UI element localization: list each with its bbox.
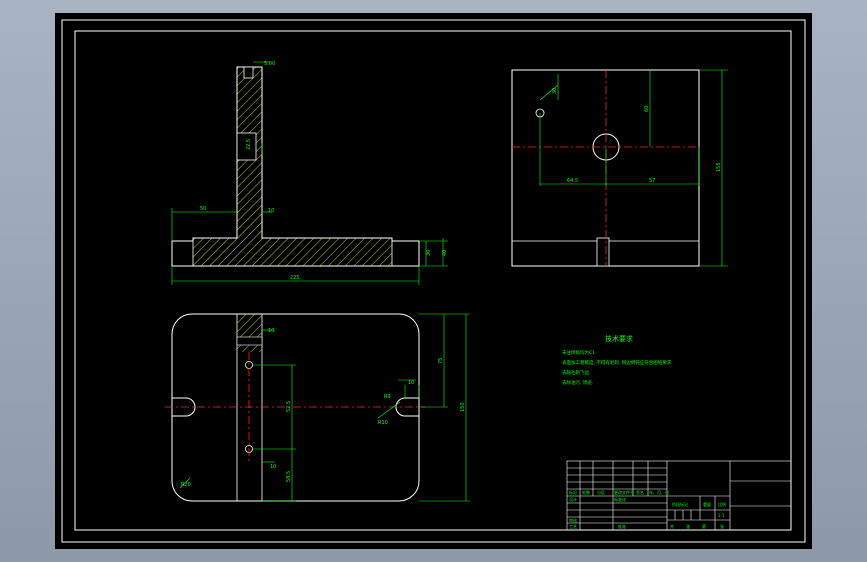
note-line-1: 未注倒角均为C1. bbox=[562, 349, 596, 356]
top-partial-hatch bbox=[237, 314, 262, 352]
technical-notes: 技术要求 未注倒角均为C1. 表面加工粗糙度, 不得有毛刺, 锐边倒钝应符合图纸… bbox=[562, 334, 673, 386]
dim-height-a: 30 bbox=[426, 250, 432, 256]
top-left-u-slot bbox=[172, 397, 196, 417]
dim-stem-width: 22.5 bbox=[246, 139, 252, 150]
tb-process: 工艺 bbox=[569, 524, 577, 529]
tb-scale-value: 1:1 bbox=[718, 513, 725, 518]
dim-height-full: 150 bbox=[460, 402, 466, 412]
inner-border bbox=[74, 30, 792, 531]
tb-weight: 重量 bbox=[703, 501, 711, 507]
dim-corner-radius: R20 bbox=[181, 482, 191, 488]
note-line-3: 去除毛刺飞边. bbox=[562, 369, 590, 376]
dim-side-left: 64.5 bbox=[567, 178, 578, 184]
dim-height-b: 40 bbox=[442, 250, 448, 256]
dim-hole-spacing-b: 58.5 bbox=[286, 471, 292, 482]
front-top-slot bbox=[243, 66, 254, 79]
dim-stem-right: 10 bbox=[268, 208, 274, 214]
tb-count: 处数 bbox=[582, 489, 590, 495]
tb-approve: 批准 bbox=[618, 523, 626, 529]
front-section-hatch bbox=[193, 67, 392, 266]
note-line-4: 去除油污, 锈迹. bbox=[562, 379, 593, 386]
tb-scale: 比例 bbox=[718, 501, 726, 507]
side-view: 30 60 64.5 57 155 bbox=[511, 69, 728, 267]
tb-standard: 标准化 bbox=[614, 496, 626, 502]
dim-hole-side: 60 bbox=[644, 106, 650, 112]
tb-sheet-no: 第 bbox=[702, 523, 706, 529]
tb-review: 审核 bbox=[569, 517, 577, 523]
outer-border bbox=[61, 19, 806, 543]
dim-side-height: 155 bbox=[716, 162, 722, 172]
dim-overall-width: 225 bbox=[290, 275, 300, 281]
top-view: 10 52.5 58.5 10 R9 R10 10 75 150 R20 bbox=[165, 313, 470, 502]
tb-sign: 签名 bbox=[636, 489, 644, 495]
tb-zone: 分区 bbox=[597, 489, 605, 495]
side-dimensions bbox=[539, 69, 728, 267]
tb-sheets: 张 bbox=[686, 523, 690, 529]
note-line-2: 表面加工粗糙度, 不得有毛刺, 锐边倒钝应符合图纸要求. bbox=[562, 359, 673, 366]
dim-height-half: 75 bbox=[438, 358, 444, 364]
dim-slot-depth: R10 bbox=[378, 420, 388, 426]
front-stem-window bbox=[236, 132, 257, 161]
tb-date: 年、月、日 bbox=[649, 489, 669, 495]
drawing-sheet bbox=[55, 13, 812, 549]
dim-side-right: 57 bbox=[649, 178, 655, 184]
title-block bbox=[566, 460, 792, 531]
dim-left-offset: 50 bbox=[200, 206, 206, 212]
dim-slot-angle: R9 bbox=[384, 394, 391, 400]
notes-title: 技术要求 bbox=[605, 334, 633, 343]
dim-slot-w: 10 bbox=[268, 328, 274, 334]
side-bottom-slot bbox=[596, 237, 610, 267]
tb-stage: 阶段标记 bbox=[672, 501, 688, 507]
tb-mark: 标记 bbox=[569, 489, 577, 495]
tb-sheet: 张 bbox=[720, 523, 724, 529]
dim-small: 10 bbox=[270, 464, 276, 470]
dim-hole-spacing-a: 52.5 bbox=[286, 401, 292, 412]
dim-top-slot: 5.00 bbox=[264, 61, 275, 67]
dim-hole-top: 30 bbox=[552, 88, 558, 94]
top-centerlines bbox=[165, 352, 426, 462]
front-dimensions bbox=[171, 61, 448, 285]
front-view: 5.00 22.5 50 10 30 40 225 bbox=[171, 61, 448, 285]
tb-change-doc: 更改文件号 bbox=[614, 489, 634, 495]
top-dimensions bbox=[179, 313, 470, 502]
tb-total: 共 bbox=[670, 523, 674, 529]
tb-design: 设计 bbox=[569, 496, 577, 502]
dim-right-gap: 10 bbox=[408, 380, 414, 386]
